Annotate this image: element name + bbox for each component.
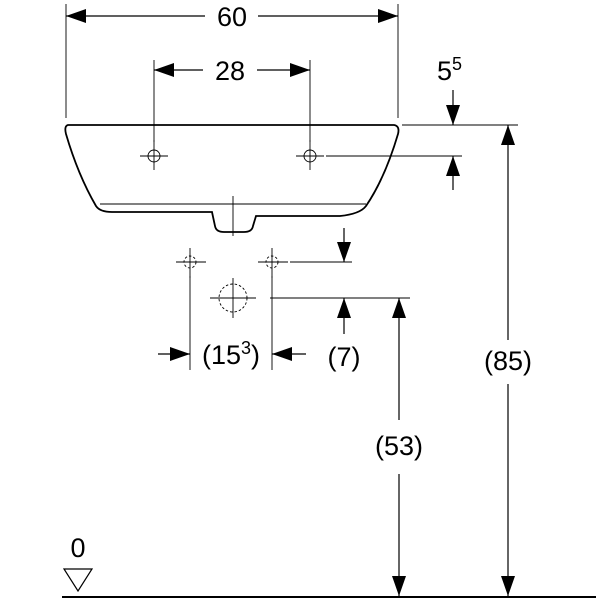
dimension-overall-width: 60 — [66, 2, 398, 32]
waste-connection — [210, 278, 256, 318]
dimension-label-tap-hole-spacing: 28 — [215, 56, 245, 86]
tap-hole-left — [140, 140, 168, 170]
supply-connection-left — [176, 248, 206, 278]
supply-connection-right — [258, 248, 288, 278]
dimension-label-drain-offset: (7) — [328, 342, 361, 372]
dimension-supply-spacing: (153) — [158, 338, 306, 370]
dimension-drain-offset: (7) — [328, 228, 361, 372]
crosshair-circle-icon — [296, 140, 324, 170]
dimension-tap-hole-depth: 55 — [437, 54, 462, 190]
dimension-label-tap-hole-depth: 55 — [437, 54, 462, 86]
floor-level-marker: 0 — [62, 533, 94, 593]
extension-lines — [65, 4, 518, 370]
dimension-rim-height: (85) — [484, 125, 532, 596]
dimension-label-supply-spacing: (153) — [202, 338, 260, 370]
dimension-label-overall-width: 60 — [217, 2, 247, 32]
crosshair-circle-icon — [140, 140, 168, 170]
dimension-label-rim-height: (85) — [484, 346, 532, 376]
tap-hole-right — [296, 140, 324, 170]
floor-level-label: 0 — [70, 533, 85, 563]
washbasin-outline — [64, 124, 400, 236]
dimension-drain-height: (53) — [375, 298, 423, 596]
floor-level-triangle-icon — [62, 568, 94, 593]
dimension-tap-hole-spacing: 28 — [154, 56, 310, 86]
dimension-label-drain-height: (53) — [375, 431, 423, 461]
